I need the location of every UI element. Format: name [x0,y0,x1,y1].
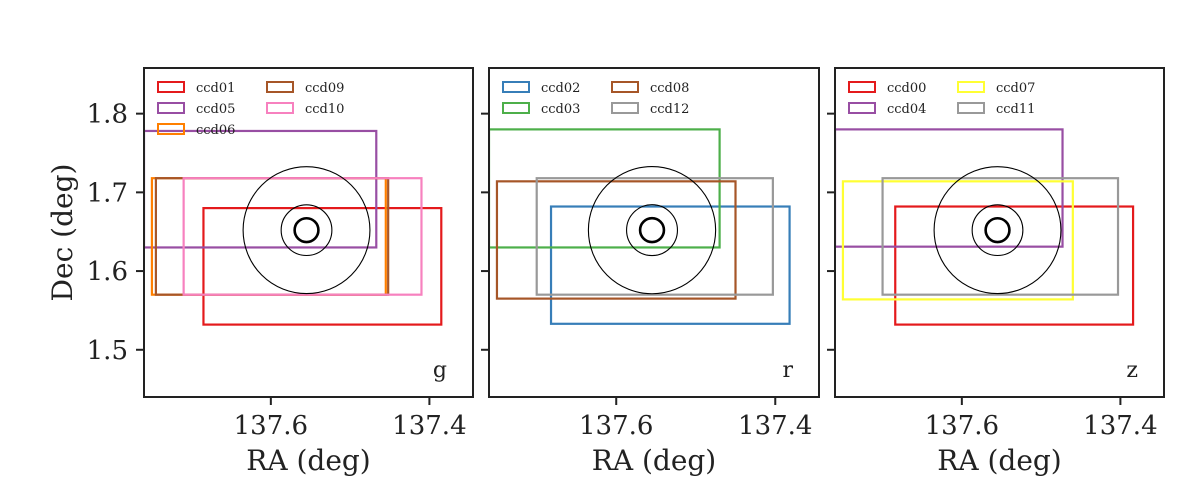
legend-swatch [957,102,985,114]
legend-label: ccd03 [541,102,580,117]
x-tick-label: 137.6 [925,411,999,441]
legend-label: ccd01 [196,81,235,96]
legend-label: ccd04 [887,102,926,117]
target-circle-0 [587,165,717,295]
legend-swatch [157,81,185,93]
legend-label: ccd09 [305,81,344,96]
legend-swatch [611,81,639,93]
target-circle-0 [242,166,371,295]
x-axis-title: RA (deg) [246,444,370,477]
axes-frame [488,67,820,398]
panel-g: 1.5 1.6 1.7 1.8 137.6 137.4 RA (deg) Dec (deg) g… [46,67,474,477]
footprint-ccd08 [495,180,737,300]
axes-frame [834,67,1165,398]
footprint-ccd12 [535,177,774,296]
legend-swatch [848,81,876,93]
footprint-ccd07 [841,180,1074,301]
legend-label: ccd00 [887,81,926,96]
legend-swatch [502,81,530,93]
legend-label: ccd06 [196,123,235,138]
footprint-ccd10 [182,177,423,296]
x-tick-label: 137.6 [579,411,653,441]
x-tick-label: 137.4 [738,411,812,441]
filter-label: g [433,358,447,383]
y-axis-title: Dec (deg) [46,164,79,302]
footprint-ccd04 [835,128,1064,248]
legend: ccd02 ccd03 ccd08 ccd12 [502,81,689,117]
footprint-ccd06 [150,177,387,296]
legend-label: ccd05 [196,102,235,117]
y-tick-label: 1.5 [87,336,128,366]
legend-swatch [848,102,876,114]
target-circle-2 [984,216,1011,244]
footprint-ccd00 [894,205,1135,326]
legend-label: ccd10 [305,102,344,117]
target-circle-1 [280,204,333,257]
legend-swatch [957,81,985,93]
legend-swatch [266,102,294,114]
legend-label: ccd07 [996,81,1035,96]
footprint-ccd05 [144,129,378,249]
y-tick-label: 1.8 [87,100,128,130]
legend: ccd01 ccd05 ccd06 ccd09 ccd10 [157,81,344,138]
legend-label: ccd12 [650,102,689,117]
target-circle-2 [638,216,666,244]
footprint-ccd02 [549,205,791,325]
panel-z: 137.6 137.4 RA (deg) z ccd00 ccd04 ccd07 ccd11 [827,67,1165,477]
x-tick-label: 137.4 [1083,411,1157,441]
legend-swatch [157,123,185,135]
axes-frame [143,67,474,398]
legend-swatch [502,102,530,114]
y-tick-label: 1.6 [87,257,128,287]
legend-label: ccd08 [650,81,689,96]
target-circle-1 [971,204,1024,257]
legend-swatch [157,102,185,114]
target-circle-2 [293,216,320,244]
x-tick-label: 137.4 [392,411,466,441]
plot-area [489,128,791,325]
y-tick-label: 1.7 [87,178,128,208]
legend-swatch [266,81,294,93]
target-circle-1 [626,204,679,257]
x-tick-label: 137.6 [234,411,308,441]
plot-area [835,128,1135,326]
filter-label: z [1126,358,1138,383]
x-axis-title: RA (deg) [937,444,1061,477]
footprint-ccd01 [202,207,443,326]
legend-swatch [611,102,639,114]
panel-r: 137.6 137.4 RA (deg) r ccd02 ccd03 ccd08 ccd12 [481,67,820,477]
filter-label: r [782,358,793,383]
footprint-ccd09 [154,177,390,296]
legend-label: ccd02 [541,81,580,96]
legend: ccd00 ccd04 ccd07 ccd11 [848,81,1035,117]
legend-label: ccd11 [996,102,1035,117]
x-axis-title: RA (deg) [592,444,716,477]
footprint-ccd03 [489,128,721,249]
target-circle-0 [933,166,1062,295]
plot-area [144,129,443,326]
footprint-ccd11 [881,177,1120,296]
